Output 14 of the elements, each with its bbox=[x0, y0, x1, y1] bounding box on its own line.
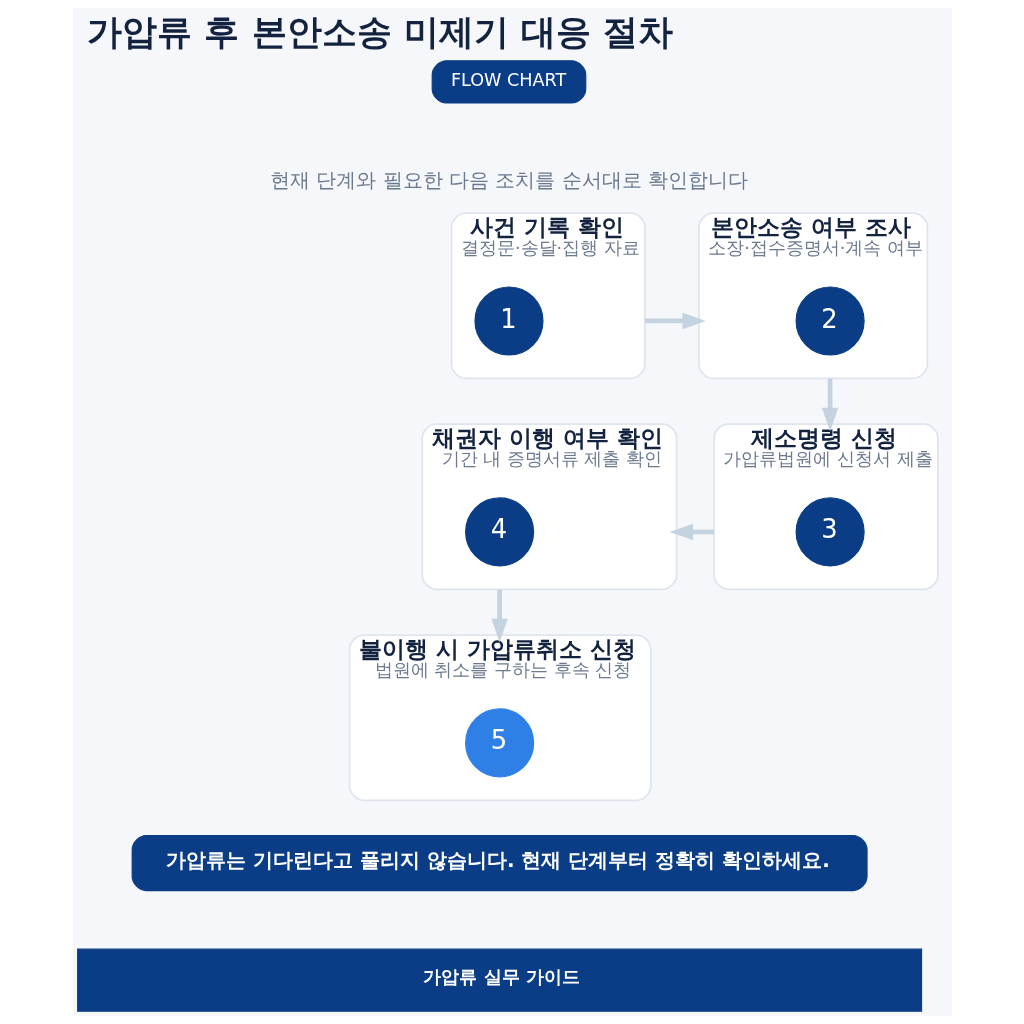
node-box: 가압류 실무 가이드 bbox=[76, 948, 922, 1012]
node-circle: 4 bbox=[464, 497, 534, 567]
arrow bbox=[669, 523, 714, 541]
diagram-title: 가압류 후 본안소송 미제기 대응 절차 bbox=[86, 11, 673, 53]
arrow bbox=[490, 589, 508, 643]
node-circle: 1 bbox=[473, 286, 544, 356]
node-box: 가압류는 기다린다고 풀리지 않습니다. 현재 단계부터 정확히 확인하세요. bbox=[131, 834, 868, 892]
node-circle: 3 bbox=[795, 497, 865, 567]
arrow bbox=[821, 378, 838, 432]
arrow bbox=[644, 312, 706, 330]
label: 현재 단계와 필요한 다음 조치를 순서대로 확인합니다 bbox=[269, 169, 748, 193]
node-circle: 2 bbox=[795, 286, 865, 356]
node-box: FLOW CHART bbox=[431, 60, 586, 104]
node-circle: 5 bbox=[464, 708, 534, 778]
